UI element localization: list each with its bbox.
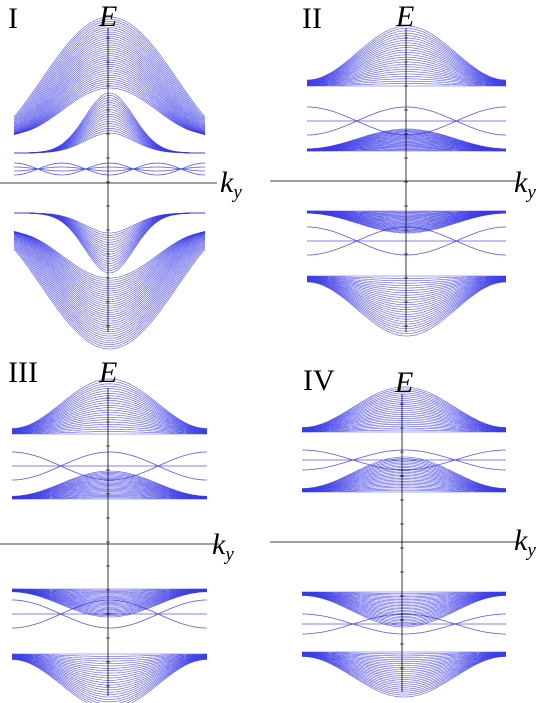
axes-I (0, 28, 217, 332)
momentum-axis-subscript-II: y (527, 182, 536, 203)
band-lines-I (13, 16, 206, 350)
energy-axis-label-I: E (99, 0, 118, 33)
momentum-axis-letter-I: k (220, 166, 234, 199)
panel-label-III: III (8, 356, 38, 389)
band-plot-IV (270, 386, 518, 698)
band-lines-III (11, 378, 208, 703)
band-lines-IV (301, 386, 507, 698)
momentum-axis-label-III: ky (212, 528, 234, 565)
axes-III (0, 388, 219, 696)
energy-axis-label-IV: E (395, 366, 414, 399)
energy-axis-label-III: E (99, 356, 118, 389)
momentum-axis-subscript-IV: y (527, 540, 536, 561)
momentum-axis-letter-IV: k (514, 524, 528, 557)
axes-II (270, 28, 518, 332)
panel-label-I: I (8, 2, 18, 35)
panel-II: II E ky (270, 0, 538, 340)
momentum-axis-letter-III: k (212, 528, 226, 561)
band-plot-I (0, 16, 217, 350)
momentum-axis-subscript-III: y (225, 544, 234, 565)
momentum-axis-letter-II: k (514, 166, 528, 199)
axes-IV (270, 394, 518, 692)
panel-III: III E ky (0, 352, 270, 703)
panel-label-IV: IV (303, 364, 335, 397)
panel-I: I E ky (0, 0, 270, 350)
momentum-axis-label-II: ky (514, 166, 536, 203)
energy-axis-label-II: E (396, 0, 415, 33)
panel-label-II: II (302, 2, 322, 35)
momentum-axis-label-IV: ky (514, 524, 536, 561)
momentum-axis-label-I: ky (220, 166, 242, 203)
momentum-axis-subscript-I: y (233, 182, 242, 203)
band-plot-II (270, 25, 518, 337)
band-plot-III (0, 378, 219, 703)
panel-IV: IV E ky (270, 352, 538, 703)
